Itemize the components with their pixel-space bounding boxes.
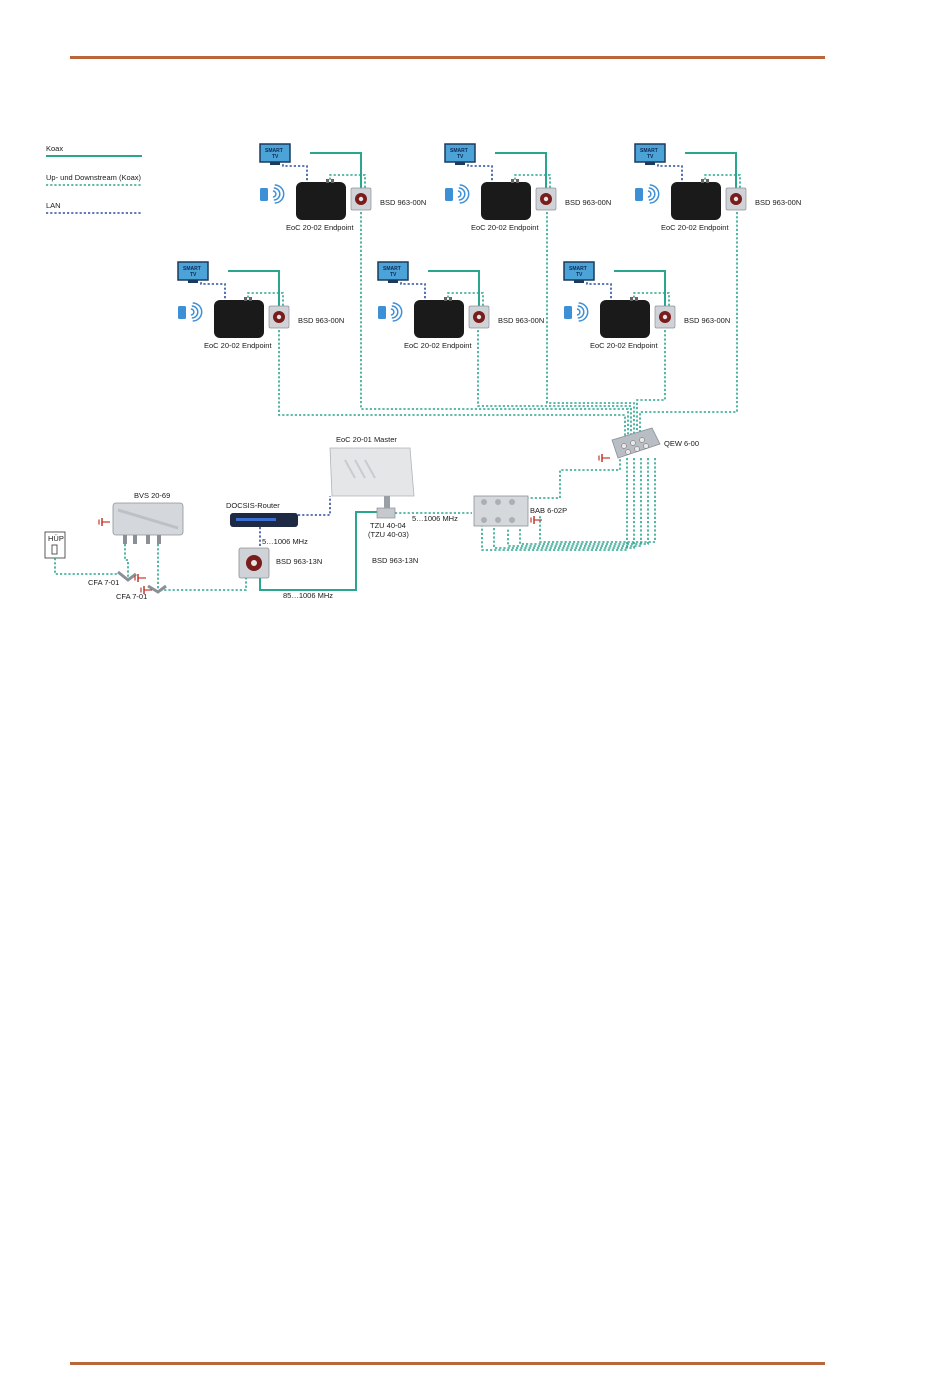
legend-koax-label: Koax (46, 144, 63, 153)
eoc-endpoint-icon (671, 179, 721, 220)
endpoint-label: EoC 20-02 Endpoint (471, 223, 539, 232)
top-rule (70, 56, 825, 59)
tzu-label-1: TZU 40-04 (370, 521, 406, 530)
smart-tv-label: SMART (569, 266, 587, 272)
tablet-icon (178, 306, 186, 319)
cfa-adapters: CFA 7-01 CFA 7-01 (88, 570, 167, 601)
wall-outlet-icon (725, 187, 747, 211)
freq3-label: 85…1006 MHz (283, 591, 333, 600)
router-label: DOCSIS-Router (226, 501, 280, 510)
updown-bus (278, 212, 738, 551)
tzu-label-2: (TZU 40-03) (368, 530, 409, 539)
smart-tv-label: SMART (640, 148, 658, 154)
smart-tv-label-2: TV (457, 154, 464, 160)
smart-tv-label: SMART (183, 266, 201, 272)
hup-box: HÜP (44, 531, 118, 575)
qew-junction: QEW 6-00 (598, 427, 699, 463)
freq1-label: 5…1006 MHz (262, 537, 308, 546)
eoc-endpoint-icon (600, 297, 650, 338)
legend-updown-label: Up- und Downstream (Koax) (46, 173, 142, 182)
endpoint-label: EoC 20-02 Endpoint (590, 341, 658, 350)
eoc-endpoint-icon (481, 179, 531, 220)
wall-outlet-icon (350, 187, 372, 211)
cfa2-label: CFA 7-01 (116, 592, 147, 601)
outlet-13n-a-label: BSD 963-13N (276, 557, 322, 566)
wifi-icon (190, 302, 203, 322)
freq2-label: 5…1006 MHz (412, 514, 458, 523)
amp-label: BVS 20-69 (134, 491, 170, 500)
legend: Koax Up- und Downstream (Koax) LAN (46, 144, 142, 214)
router-outlet: BSD 963-13N (238, 547, 322, 579)
network-diagram: Koax Up- und Downstream (Koax) LAN SMART… (44, 143, 801, 601)
endpoint-label: EoC 20-02 Endpoint (286, 223, 354, 232)
wifi-icon (390, 302, 403, 322)
ground-icon (598, 453, 611, 463)
smart-tv-label-2: TV (272, 154, 279, 160)
eoc-endpoint-icon (414, 297, 464, 338)
wall-outlet-icon (535, 187, 557, 211)
wall-outlet-icon (268, 305, 290, 329)
smart-tv-label-2: TV (647, 154, 654, 160)
smart-tv-label-2: TV (576, 272, 583, 278)
outlet-13n-b-label: BSD 963-13N (372, 556, 418, 565)
docsis-router: DOCSIS-Router 5…1006 MHz (226, 496, 331, 548)
splitter-label: BAB 6-02P (530, 506, 567, 515)
endpoint-label: EoC 20-02 Endpoint (661, 223, 729, 232)
smart-tv-label: SMART (450, 148, 468, 154)
smart-tv-label-2: TV (390, 272, 397, 278)
smart-tv-label-2: TV (190, 272, 197, 278)
endpoint-label: EoC 20-02 Endpoint (404, 341, 472, 350)
outlet-label: BSD 963-00N (298, 316, 344, 325)
hup-label: HÜP (48, 534, 64, 543)
wall-outlet-icon (468, 305, 490, 329)
bvs-amplifier: BVS 20-69 (98, 491, 184, 590)
outlet-label: BSD 963-00N (380, 198, 426, 207)
wall-outlet-icon (654, 305, 676, 329)
master-label: EoC 20-01 Master (336, 435, 397, 444)
outlet-label: BSD 963-00N (684, 316, 730, 325)
smart-tv-label: SMART (265, 148, 283, 154)
smart-tv-label: SMART (383, 266, 401, 272)
eoc-endpoint-icon (214, 297, 264, 338)
qew-label: QEW 6-00 (664, 439, 699, 448)
wifi-icon (647, 184, 660, 204)
tablet-icon (378, 306, 386, 319)
wifi-icon (272, 184, 285, 204)
outlet-label: BSD 963-00N (565, 198, 611, 207)
outlet-label: BSD 963-00N (755, 198, 801, 207)
tablet-icon (445, 188, 453, 201)
tzu-tap: TZU 40-04 (TZU 40-03) 5…1006 MHz BSD 963… (283, 500, 458, 600)
tablet-icon (260, 188, 268, 201)
endpoint-label: EoC 20-02 Endpoint (204, 341, 272, 350)
outlet-label: BSD 963-00N (498, 316, 544, 325)
tablet-icon (564, 306, 572, 319)
eoc-master: EoC 20-01 Master (329, 435, 415, 508)
eoc-endpoint-icon (296, 179, 346, 220)
legend-lan-label: LAN (46, 201, 61, 210)
cfa1-label: CFA 7-01 (88, 578, 119, 587)
bottom-rule (70, 1362, 825, 1365)
tablet-icon (635, 188, 643, 201)
wifi-icon (457, 184, 470, 204)
wifi-icon (576, 302, 589, 322)
bab-splitter: BAB 6-02P (473, 495, 567, 527)
